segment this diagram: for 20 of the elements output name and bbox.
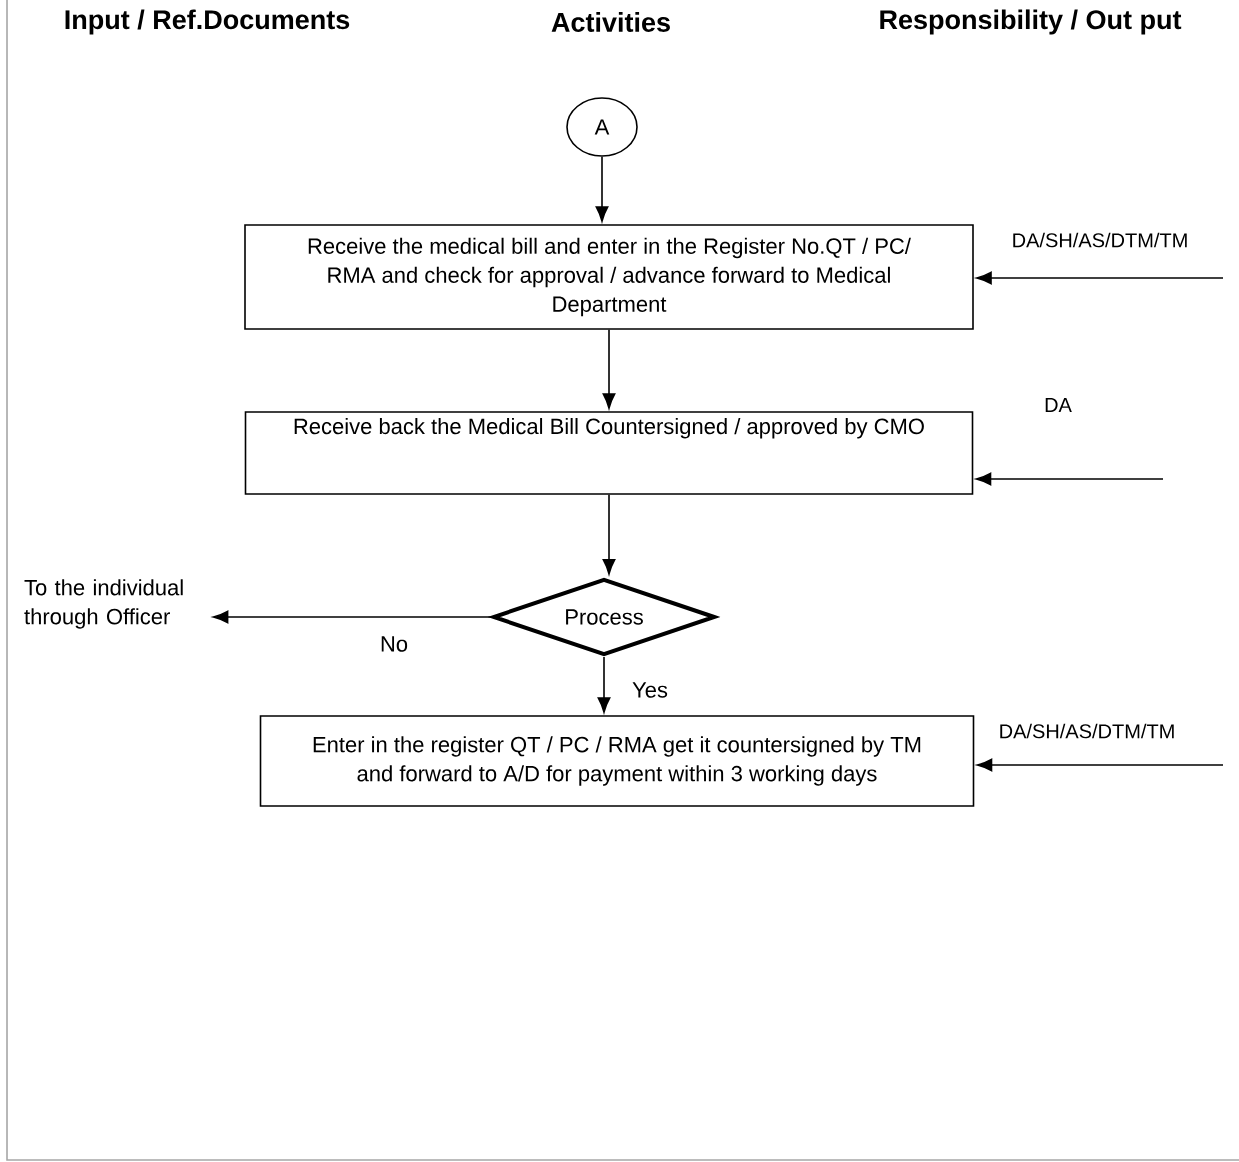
column-heading: Responsibility / Out put — [880, 9, 1182, 35]
column-heading: Input / Ref.Documents — [65, 9, 350, 35]
responsibility-text: DA/SH/AS/DTM/TM — [1013, 232, 1187, 248]
arrow — [976, 758, 1224, 772]
responsibility-text: DA/SH/AS/DTM/TM — [1000, 723, 1174, 739]
responsibility-text: DA — [1045, 398, 1072, 412]
process-box: Enter in the register QT / PC / RMA get it countersigned by TM and forward to A/D for payment within 3 working days — [259, 715, 975, 807]
edge-label: No — [377, 634, 411, 654]
arrow — [595, 156, 609, 222]
process-box: Receive the medical bill and enter in the Register No.QT / PC/ RMA and check for approval / advance forward to Medical Department — [244, 224, 974, 330]
arrow — [212, 610, 492, 624]
edge-label: Yes — [630, 680, 670, 700]
arrow — [602, 329, 616, 409]
column-heading: Activities — [551, 12, 670, 32]
outcome-text: To the individual through Officer — [24, 579, 183, 629]
process-box: Receive back the Medical Bill Countersigned / approved by CMO — [244, 411, 974, 495]
arrow — [975, 472, 1164, 486]
arrow — [597, 656, 611, 713]
arrow — [976, 271, 1224, 285]
arrow — [602, 494, 616, 575]
